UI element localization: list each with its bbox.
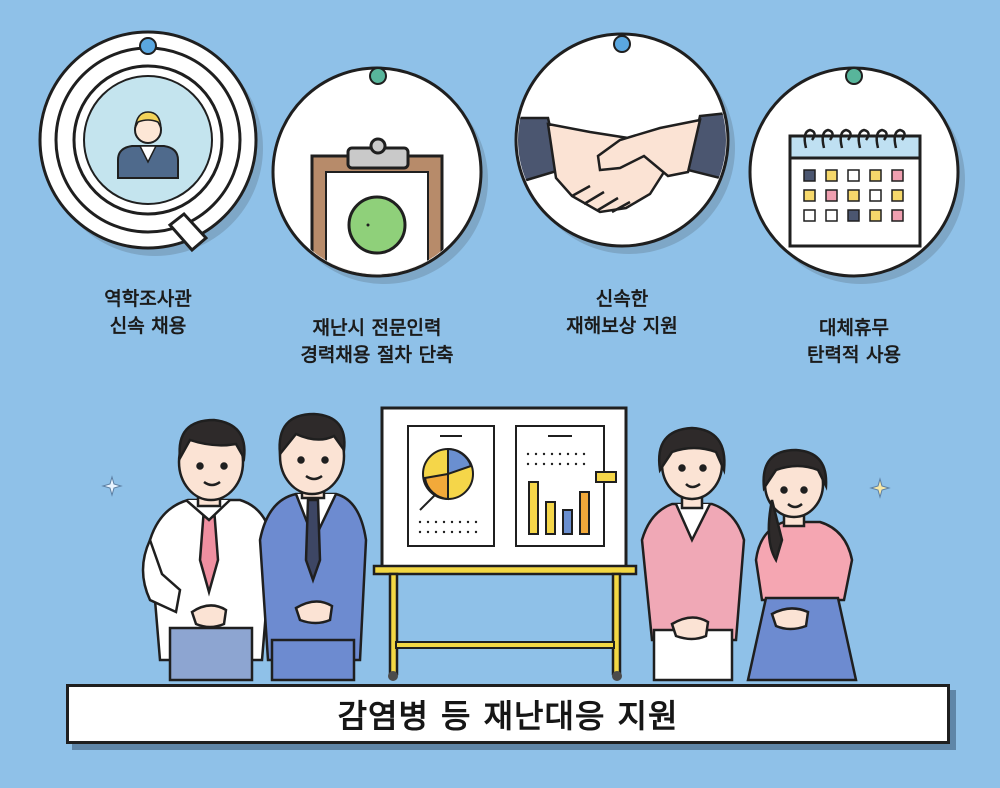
person-man-blue-suit (258, 412, 368, 682)
pie-chart-illustration (419, 447, 474, 511)
feature-caption-line: 경력채용 절차 단축 (300, 344, 454, 366)
person-woman-pink-blazer (640, 426, 746, 682)
feature-caption-line: 신속 채용 (109, 315, 187, 337)
calendar-icon (748, 66, 965, 284)
clipboard-icon (271, 66, 488, 284)
feature-caption-line: 재난시 전문인력 (312, 317, 442, 339)
feature-caption-line: 재해보상 지원 (566, 315, 678, 337)
title-banner: 감염병 등 재난대응 지원 (66, 684, 950, 744)
handshake-icon (514, 32, 735, 254)
sparkle-icon-right (869, 477, 891, 499)
presentation-board (372, 406, 638, 681)
bar-chart-illustration (528, 481, 590, 535)
feature-caption-1: 역학조사관 신속 채용 (58, 286, 238, 340)
feature-caption-4: 대체휴무 탄력적 사용 (764, 315, 944, 369)
feature-caption-line: 탄력적 사용 (806, 344, 901, 366)
feature-caption-2: 재난시 전문인력 경력채용 절차 단축 (277, 315, 477, 369)
person-man-white-shirt (141, 418, 274, 682)
feature-caption-line: 신속한 (595, 288, 649, 310)
person-woman-pink-sweater (746, 448, 858, 682)
magnifier-person-icon (38, 30, 263, 256)
feature-caption-line: 역학조사관 (104, 288, 192, 310)
feature-caption-3: 신속한 재해보상 지원 (532, 286, 712, 340)
feature-caption-line: 대체휴무 (819, 317, 889, 339)
sparkle-icon-left (101, 475, 123, 497)
banner-title: 감염병 등 재난대응 지원 (337, 697, 679, 735)
